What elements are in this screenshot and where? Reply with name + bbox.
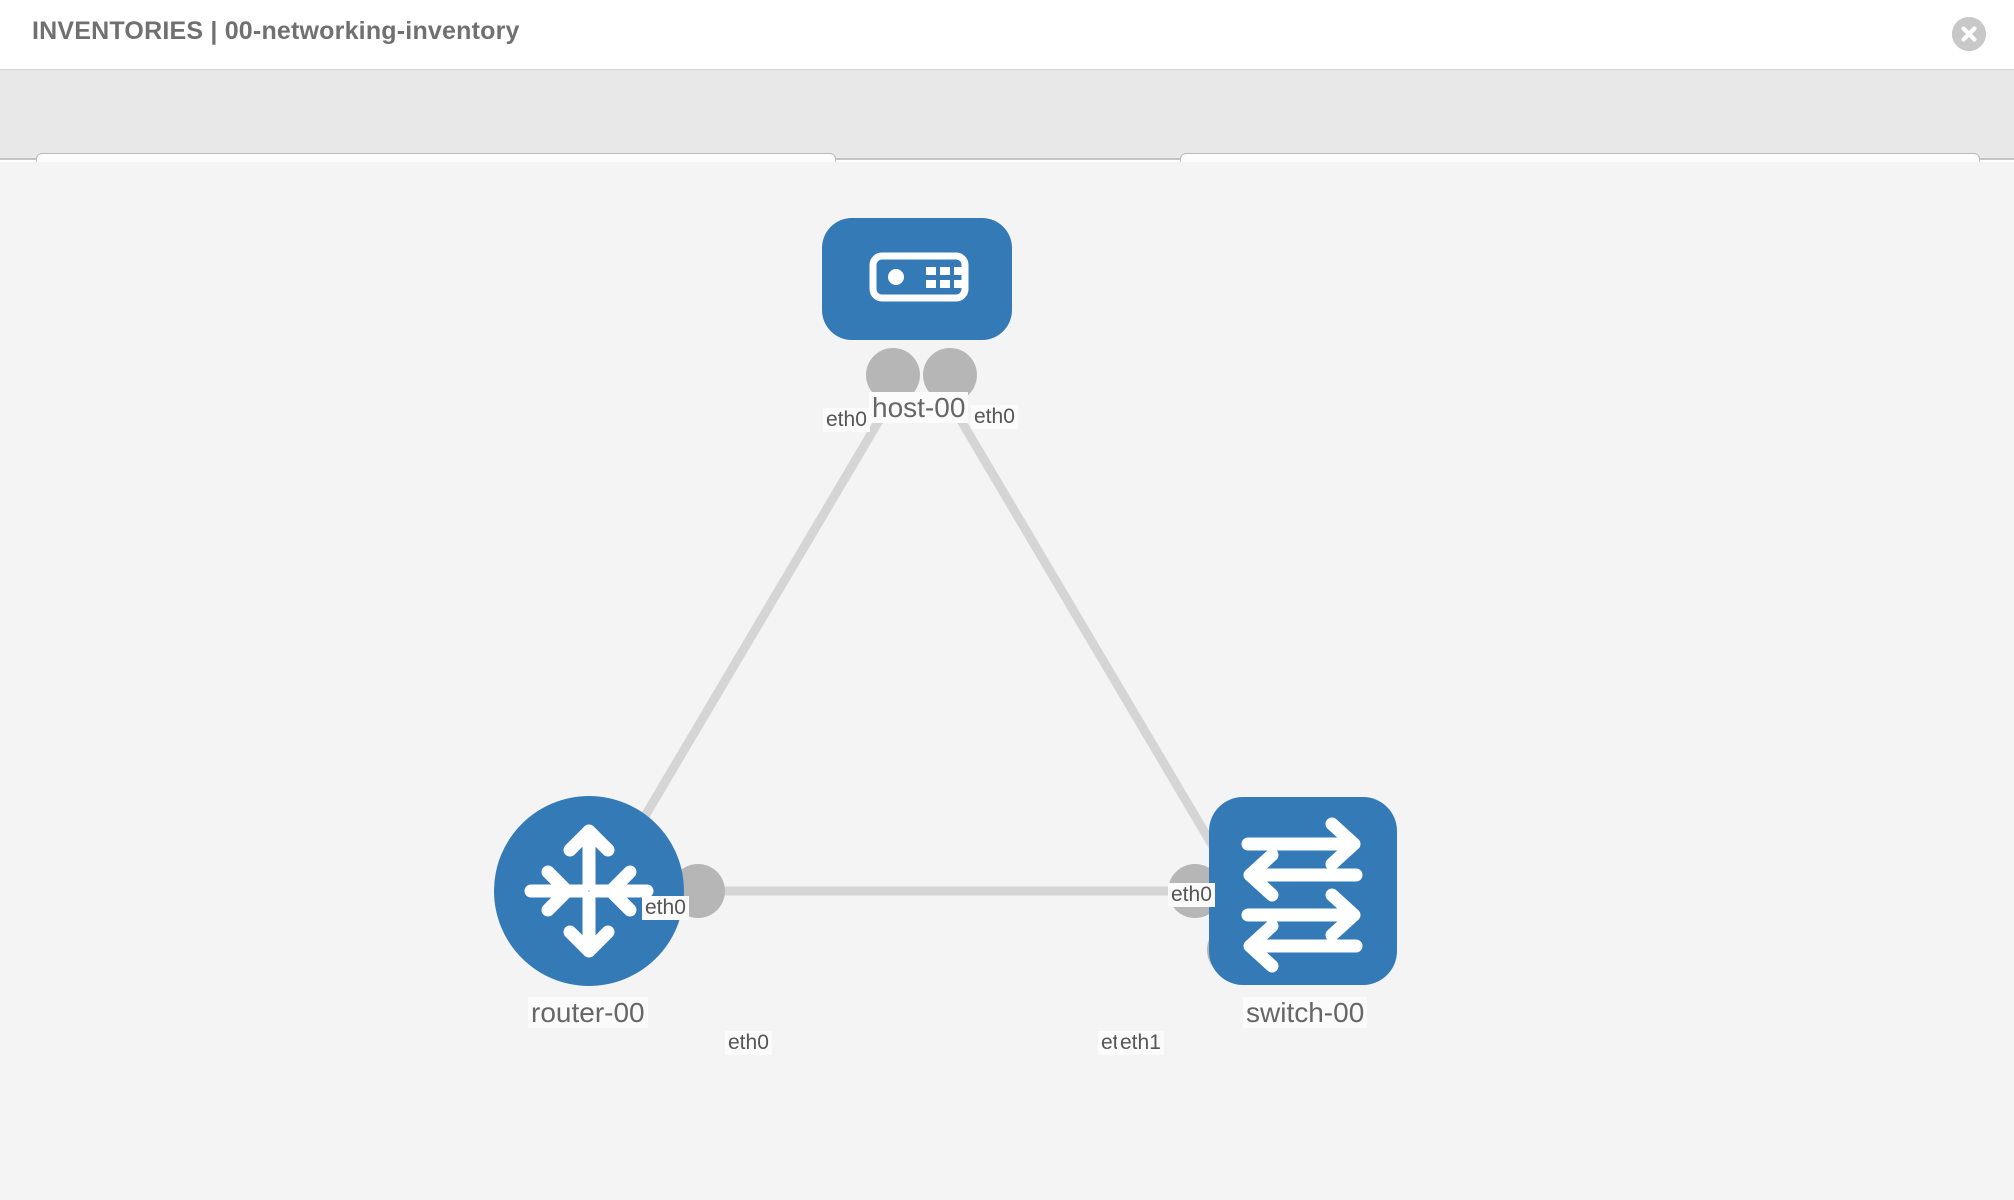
- topology-graph: [494, 218, 1397, 986]
- iface-label-switch00-eth1: eth1: [1117, 1031, 1164, 1056]
- close-icon[interactable]: [1952, 17, 1986, 51]
- node-router-00[interactable]: [494, 796, 684, 986]
- node-host-00[interactable]: [822, 218, 1012, 340]
- interface-endpoint: [866, 348, 920, 402]
- interface-endpoint: [923, 348, 977, 402]
- node-label-host-00: host-00: [869, 392, 969, 424]
- topology-canvas[interactable]: eth0 host-00 eth0 eth0 eth0 eth0 eth0 et…: [0, 162, 2014, 1200]
- node-label-switch-00: switch-00: [1243, 997, 1368, 1029]
- iface-label-router00-right: eth0: [725, 1031, 772, 1056]
- iface-label-router00-up: eth0: [642, 896, 689, 921]
- toolbar: ACTIONS SEARCH: [0, 70, 2014, 207]
- node-switch-00[interactable]: [1209, 797, 1397, 985]
- page-title: INVENTORIES | 00-networking-inventory: [32, 17, 520, 45]
- link-host00-switch00: [946, 399, 1244, 895]
- node-label-router-00: router-00: [528, 997, 648, 1029]
- link-layer: [596, 399, 1244, 896]
- link-host00-router00: [596, 399, 894, 895]
- iface-label-host00-left: eth0: [823, 408, 870, 433]
- iface-label-host00-right: eth0: [971, 405, 1018, 430]
- page-header: INVENTORIES | 00-networking-inventory: [0, 0, 2014, 70]
- iface-label-switch00-up: eth0: [1168, 883, 1215, 908]
